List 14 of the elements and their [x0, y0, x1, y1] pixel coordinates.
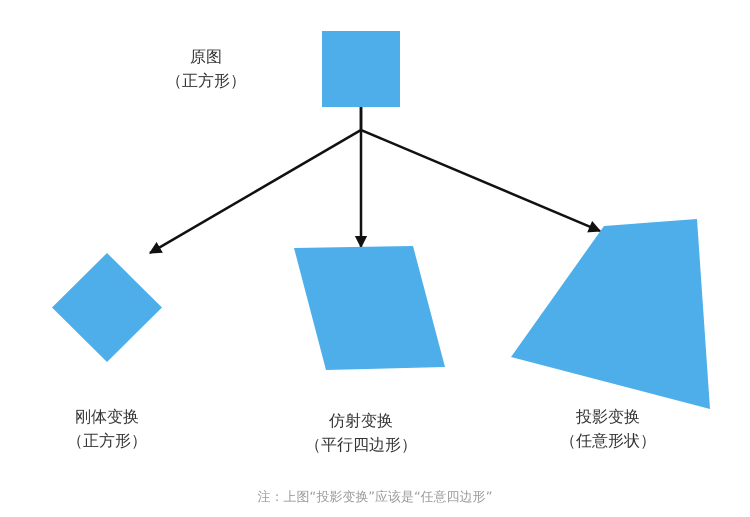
- parallelogram-shape: [294, 246, 445, 370]
- shape-caption: （正方形）: [67, 430, 147, 452]
- caption: 注：上图“投影变换”应该是“任意四边形”: [258, 489, 492, 507]
- arrow: [360, 107, 602, 232]
- shape-caption: 投影变换: [576, 406, 640, 428]
- shape-caption: 仿射变换: [329, 410, 393, 432]
- square-shape: [322, 31, 400, 107]
- quadrilateral-shape: [511, 219, 710, 409]
- shape-caption: （正方形）: [166, 70, 246, 92]
- shape-caption: 刚体变换: [75, 406, 139, 428]
- diamond-shape: [52, 253, 162, 362]
- shape-caption: 原图: [190, 46, 222, 68]
- shape-caption: （任意形状）: [560, 430, 656, 452]
- shape-caption: （平行四边形）: [305, 434, 417, 456]
